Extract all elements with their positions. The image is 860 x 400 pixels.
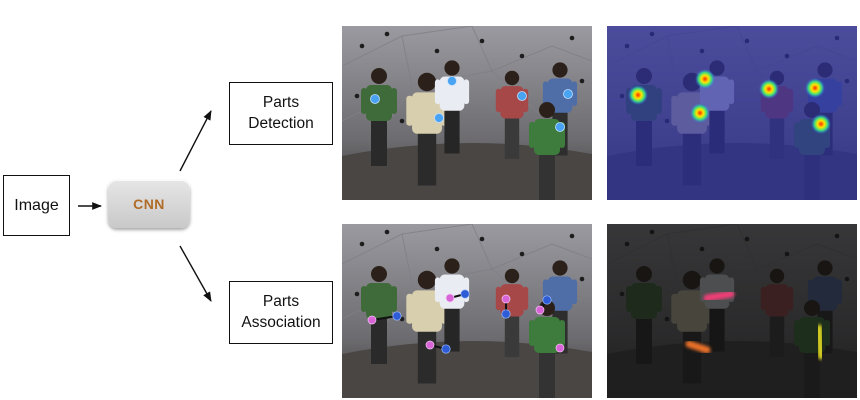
detection-photo-panel [342, 26, 592, 200]
floor [342, 142, 592, 200]
joint-a-3 [445, 293, 455, 303]
affinity-field-4 [815, 324, 825, 360]
joint-a-1 [367, 315, 377, 325]
image-input-box: Image [3, 175, 70, 236]
affinity-field-2 [703, 290, 735, 302]
image-label: Image [14, 196, 59, 214]
overlay-tint [607, 26, 857, 200]
cnn-box: CNN [108, 180, 190, 228]
heat-blob-5 [805, 78, 825, 98]
keypoint-2 [434, 113, 444, 123]
keypoint-6 [555, 122, 565, 132]
heat-blob-4 [759, 79, 779, 99]
floor [342, 340, 592, 398]
keypoint-1 [370, 94, 380, 104]
joint-b-4 [501, 309, 511, 319]
joint-b-5 [542, 295, 552, 305]
detection-heatmap-panel [607, 26, 857, 200]
person-3 [434, 258, 470, 352]
joint-b-3 [460, 289, 470, 299]
parts-association-line2: Association [241, 313, 321, 331]
affinity-field-5 [685, 340, 711, 354]
person-2 [406, 270, 448, 384]
association-photo-panel [342, 224, 592, 398]
person-1 [361, 266, 397, 364]
person-3 [434, 60, 470, 154]
joint-a-2 [425, 340, 435, 350]
keypoint-4 [517, 91, 527, 101]
joint-b-1 [392, 311, 402, 321]
joint-a-4 [501, 294, 511, 304]
heat-blob-1 [628, 85, 648, 105]
keypoint-3 [447, 76, 457, 86]
person-1 [361, 68, 397, 166]
heat-blob-2 [690, 103, 710, 123]
heat-blob-3 [695, 69, 715, 89]
parts-association-box: Parts Association [229, 281, 333, 344]
joint-b-2 [441, 344, 451, 354]
overlay-tint [607, 224, 857, 398]
arrow-cnn-to-association [179, 245, 212, 302]
keypoint-5 [563, 89, 573, 99]
parts-detection-line1: Parts [262, 93, 300, 111]
person-2 [406, 72, 448, 186]
arrow-cnn-to-detection [179, 110, 212, 172]
parts-detection-box: Parts Detection [229, 82, 333, 145]
joint-a-6 [555, 343, 565, 353]
parts-detection-line2: Detection [248, 114, 314, 132]
parts-association-line1: Parts [262, 292, 300, 310]
joint-a-5 [535, 305, 545, 315]
heat-blob-6 [811, 114, 831, 134]
cnn-label: CNN [133, 195, 165, 212]
association-field-panel [607, 224, 857, 398]
